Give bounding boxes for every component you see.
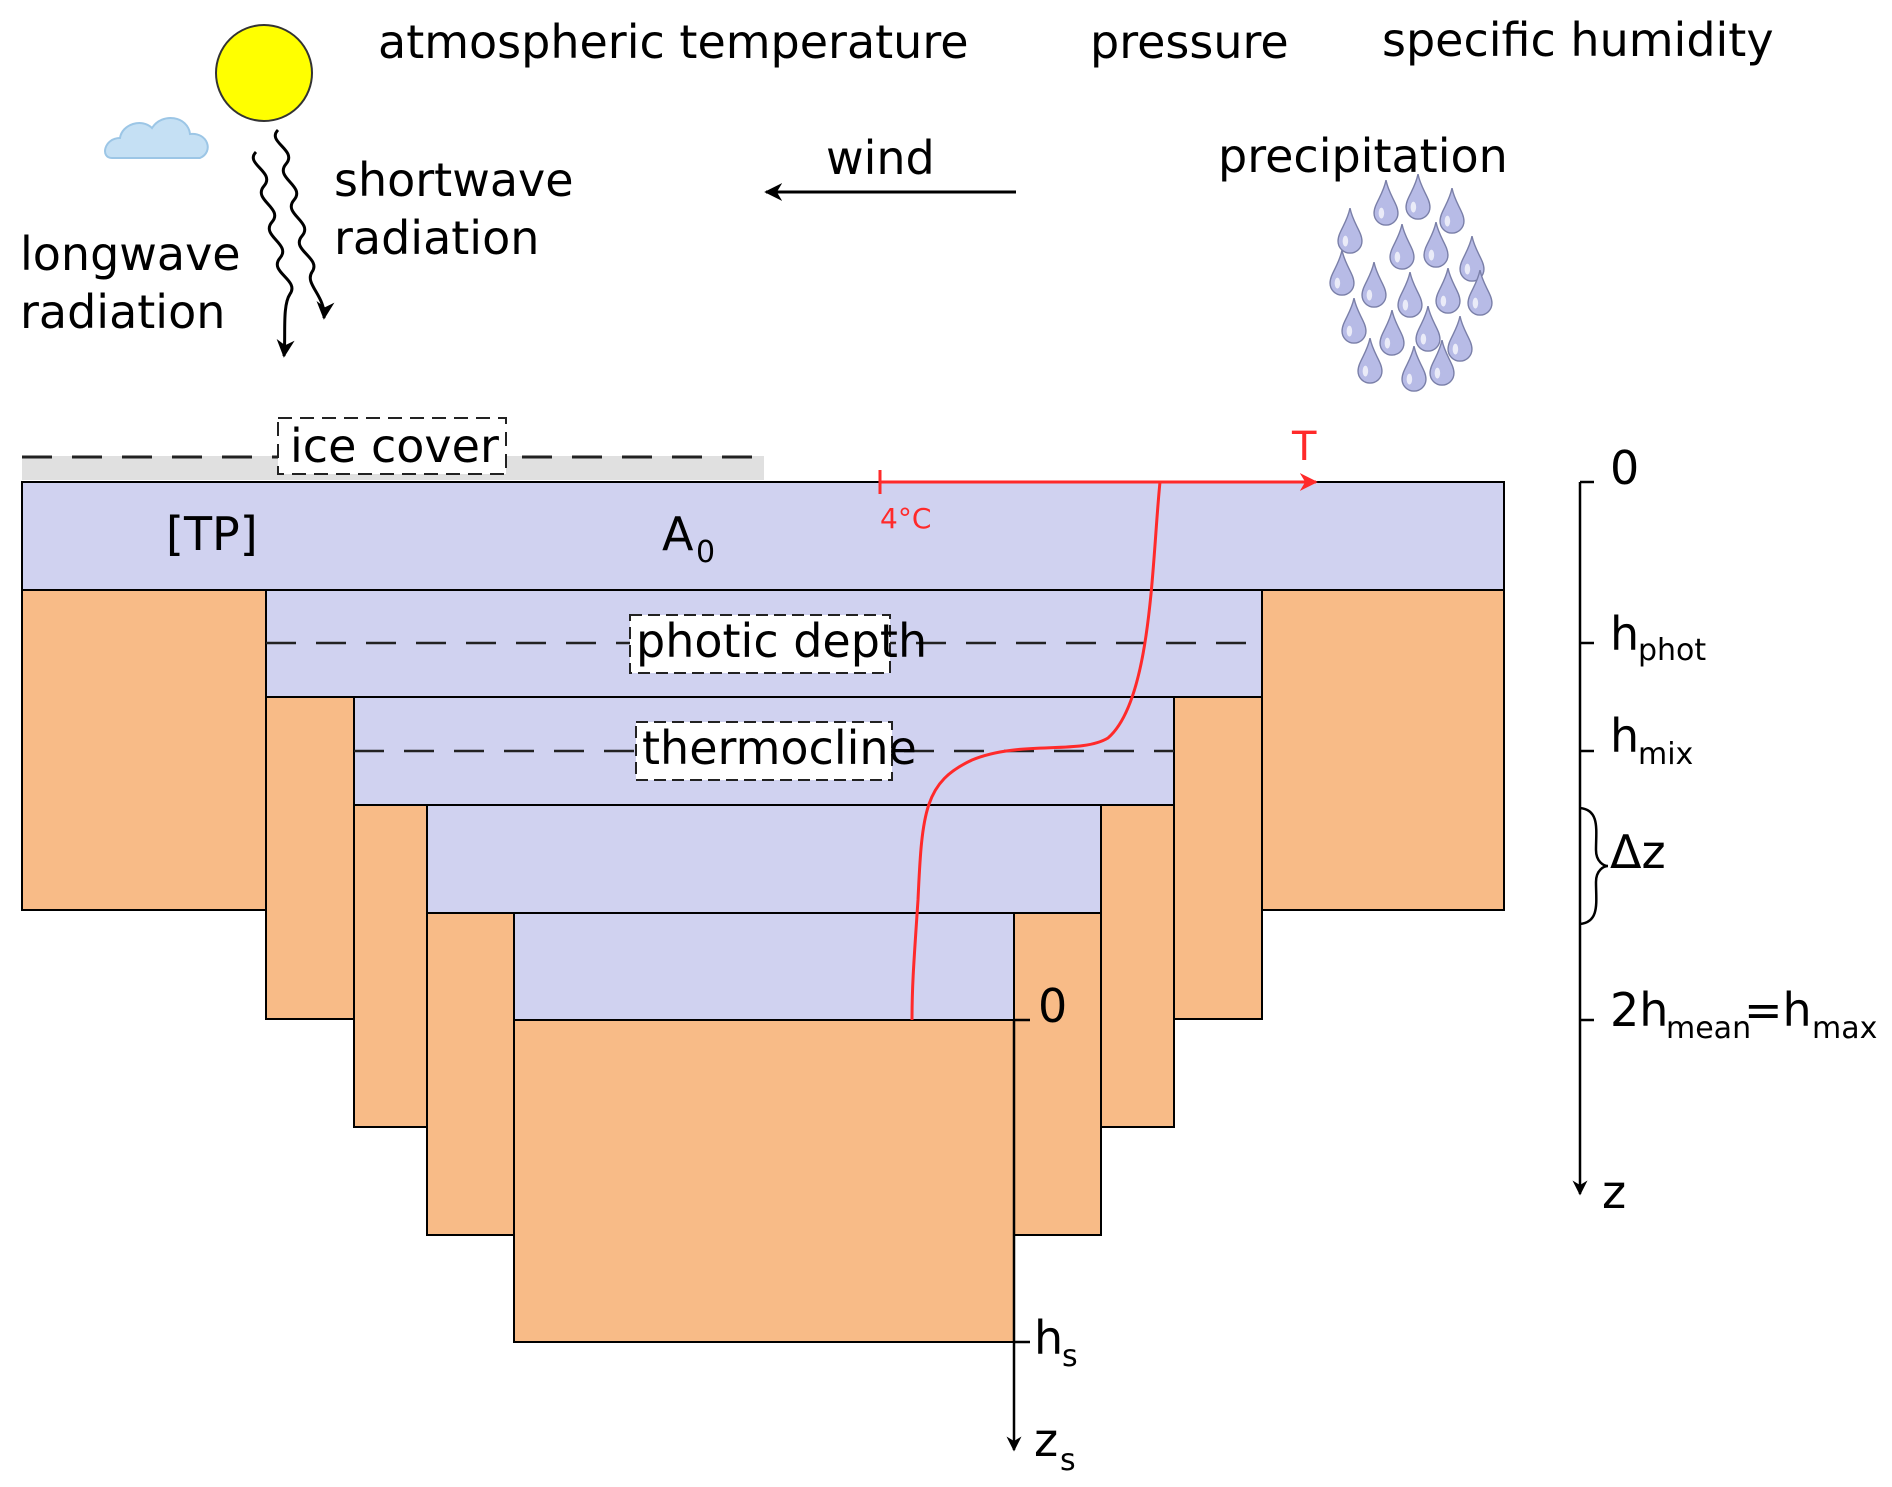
tp-label: [TP] bbox=[166, 507, 258, 561]
svg-text:4°C: 4°C bbox=[880, 502, 931, 535]
shortwave-radiation-arrow bbox=[274, 128, 335, 320]
atmospheric-temperature-label: atmospheric temperature bbox=[378, 15, 969, 69]
svg-text:0: 0 bbox=[1038, 979, 1067, 1033]
svg-text:ice cover: ice cover bbox=[290, 419, 499, 473]
wind-label: wind bbox=[826, 131, 935, 185]
svg-text:0: 0 bbox=[1610, 441, 1639, 495]
hs-label: h s bbox=[1034, 1311, 1078, 1374]
longwave-radiation-arrow bbox=[252, 150, 295, 358]
delta-z-label: Δz bbox=[1610, 825, 1666, 879]
svg-text:h: h bbox=[1034, 1311, 1063, 1365]
svg-text:z: z bbox=[1034, 1413, 1058, 1467]
svg-text:Δz: Δz bbox=[1610, 825, 1666, 879]
sediment-blocks bbox=[21, 589, 1505, 1343]
svg-text:A: A bbox=[662, 507, 694, 561]
svg-text:=h: =h bbox=[1744, 983, 1812, 1037]
svg-text:thermocline: thermocline bbox=[642, 721, 917, 775]
h-phot-label: h phot bbox=[1610, 607, 1706, 668]
sediment-zero-label: 0 bbox=[1038, 979, 1067, 1033]
shortwave-radiation-label: shortwave radiation bbox=[334, 153, 574, 265]
photic-depth-label: photic depth bbox=[636, 614, 927, 668]
svg-text:T: T bbox=[1291, 424, 1317, 470]
specific-humidity-label: specific humidity bbox=[1382, 13, 1774, 67]
svg-text:atmospheric temperature: atmospheric temperature bbox=[378, 15, 969, 69]
rain-drops-icon bbox=[1329, 174, 1493, 392]
svg-text:photic depth: photic depth bbox=[636, 614, 927, 668]
sun-icon bbox=[215, 24, 313, 122]
svg-text:0: 0 bbox=[696, 535, 715, 570]
precipitation-label: precipitation bbox=[1218, 129, 1508, 183]
delta-z-brace bbox=[1579, 806, 1609, 926]
svg-text:s: s bbox=[1062, 1339, 1078, 1374]
z-axis-label: z bbox=[1602, 1165, 1626, 1219]
area-a0-label: A 0 bbox=[662, 507, 715, 570]
ice-cover-label: ice cover bbox=[290, 419, 499, 473]
svg-text:phot: phot bbox=[1638, 633, 1706, 668]
zs-label: z s bbox=[1034, 1413, 1076, 1478]
water-layers bbox=[21, 481, 1505, 1021]
svg-text:pressure: pressure bbox=[1090, 15, 1289, 69]
h-max-label: 2h mean =h max bbox=[1610, 983, 1877, 1046]
svg-text:wind: wind bbox=[826, 131, 935, 185]
temperature-profile-curve bbox=[910, 481, 1162, 1021]
svg-text:[TP]: [TP] bbox=[166, 507, 258, 561]
svg-text:s: s bbox=[1060, 1443, 1076, 1478]
svg-text:2h: 2h bbox=[1610, 983, 1668, 1037]
pressure-label: pressure bbox=[1090, 15, 1289, 69]
svg-text:mean: mean bbox=[1666, 1011, 1751, 1046]
svg-text:precipitation: precipitation bbox=[1218, 129, 1508, 183]
svg-text:specific humidity: specific humidity bbox=[1382, 13, 1774, 67]
cloud-icon bbox=[104, 117, 209, 159]
svg-text:mix: mix bbox=[1638, 737, 1693, 772]
svg-text:longwave: longwave bbox=[20, 227, 241, 281]
longwave-radiation-label: longwave radiation bbox=[20, 227, 241, 339]
svg-text:h: h bbox=[1610, 709, 1639, 763]
svg-text:z: z bbox=[1602, 1165, 1626, 1219]
svg-text:radiation: radiation bbox=[334, 211, 539, 265]
four-degree-tick-label: 4°C bbox=[880, 502, 931, 535]
depth-zero-label: 0 bbox=[1610, 441, 1639, 495]
thermocline-label: thermocline bbox=[642, 721, 917, 775]
svg-text:radiation: radiation bbox=[20, 285, 225, 339]
svg-text:max: max bbox=[1812, 1011, 1877, 1046]
temperature-axis-label: T bbox=[1291, 424, 1317, 470]
h-mix-label: h mix bbox=[1610, 709, 1693, 772]
svg-text:shortwave: shortwave bbox=[334, 153, 574, 207]
svg-text:h: h bbox=[1610, 607, 1639, 661]
